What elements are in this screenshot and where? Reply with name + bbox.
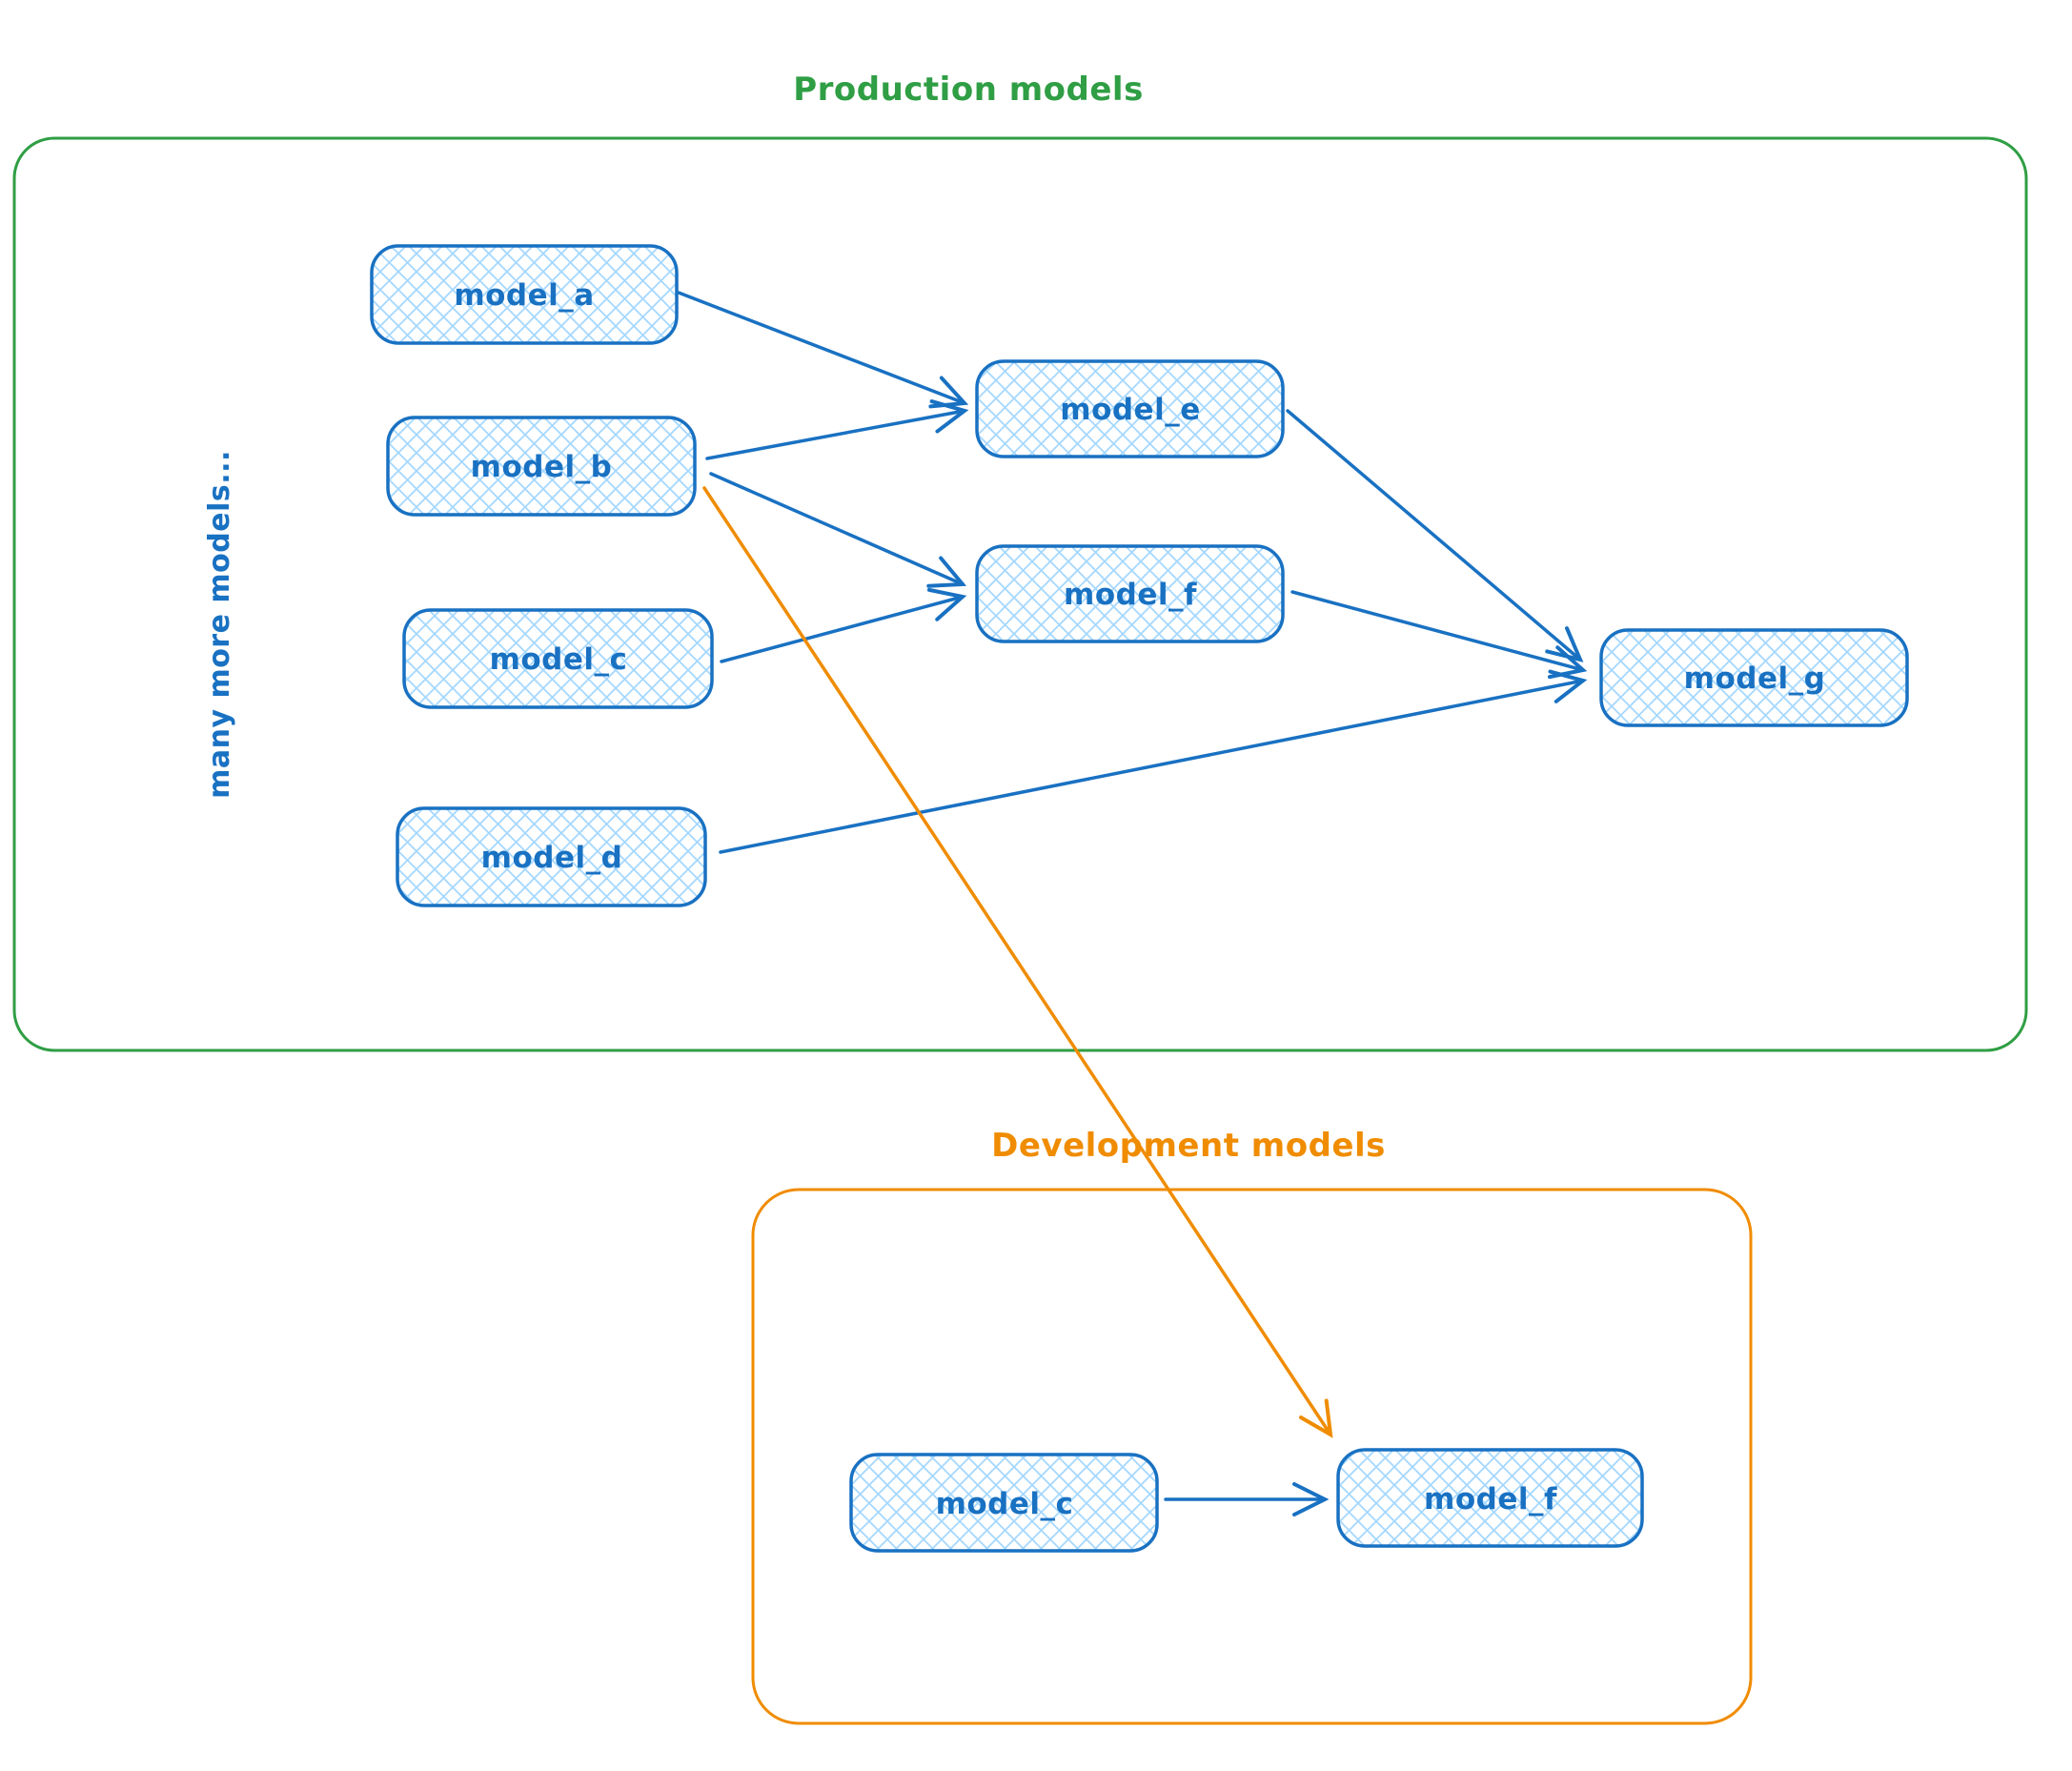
edge-model-b-to-model-e[interactable] [705, 399, 969, 460]
edge-model-a-to-model-e[interactable] [677, 291, 969, 409]
node-model-f-box [975, 544, 1285, 643]
node-model-c[interactable]: model_c [402, 608, 714, 709]
node-model-b[interactable]: model_b [386, 416, 697, 517]
node-dev-model-f-box [1336, 1448, 1644, 1548]
development-container[interactable] [751, 1188, 1753, 1725]
node-dev-model-f[interactable]: model_f [1336, 1448, 1644, 1548]
node-model-f-label: model_f [1064, 578, 1197, 612]
node-dev-model-c[interactable]: model_c [849, 1453, 1159, 1553]
side-note-many-more-models[interactable]: many more models... [203, 450, 236, 799]
edge-model-b-to-model-f[interactable] [709, 472, 967, 588]
node-model-a-label: model_a [454, 278, 594, 313]
node-dev-model-f-label: model_f [1424, 1482, 1557, 1517]
edge-model-e-to-model-g[interactable] [1286, 409, 1584, 662]
development-title[interactable]: Development models [991, 1127, 1386, 1165]
node-model-c-box [402, 608, 714, 709]
node-model-e[interactable]: model_e [975, 359, 1285, 458]
edge-model-f-to-model-g[interactable] [1290, 590, 1588, 680]
node-model-f[interactable]: model_f [975, 544, 1285, 643]
node-model-e-box [975, 359, 1285, 458]
node-model-b-box [386, 416, 697, 517]
node-model-c-label: model_c [490, 642, 628, 677]
node-dev-model-c-box [849, 1453, 1159, 1553]
node-model-e-label: model_e [1060, 393, 1200, 427]
node-model-g-box [1599, 628, 1909, 727]
node-model-d[interactable]: model_d [396, 806, 707, 907]
node-model-g[interactable]: model_g [1599, 628, 1909, 727]
node-model-b-label: model_b [471, 450, 613, 484]
production-title[interactable]: Production models [793, 71, 1144, 109]
node-model-d-box [396, 806, 707, 907]
node-model-d-label: model_d [481, 841, 623, 875]
node-model-g-label: model_g [1684, 662, 1826, 696]
edge-model-b-to-dev-model-f[interactable] [702, 486, 1333, 1438]
edge-model-c-to-model-f[interactable] [720, 587, 967, 663]
production-container[interactable] [12, 136, 2028, 1052]
node-model-a[interactable]: model_a [370, 244, 679, 345]
edge-model-d-to-model-g[interactable] [719, 669, 1588, 854]
node-dev-model-c-label: model_c [936, 1487, 1074, 1521]
node-model-a-box [370, 244, 679, 345]
